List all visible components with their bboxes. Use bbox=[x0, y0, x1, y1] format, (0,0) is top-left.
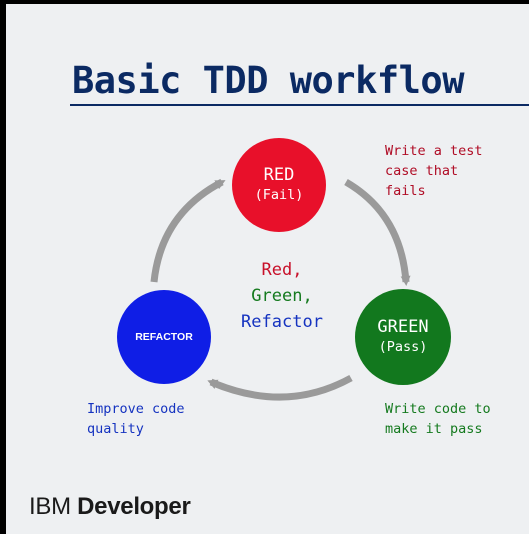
slide-title: Basic TDD workflow bbox=[72, 59, 464, 102]
refactor-node-label: REFACTOR bbox=[135, 330, 193, 343]
cycle-arrows bbox=[150, 178, 411, 401]
red-step-note: Write a test case that fails bbox=[385, 143, 483, 199]
red-node: RED (Fail) bbox=[232, 138, 326, 232]
green-node: GREEN (Pass) bbox=[355, 289, 451, 385]
red-node-sublabel: (Fail) bbox=[254, 186, 304, 203]
ibm-developer-logo: IBM Developer bbox=[29, 493, 191, 521]
refactor-step-note: Improve code quality bbox=[87, 401, 185, 437]
brand-developer: Developer bbox=[77, 493, 191, 520]
arrow-refactor-to-red bbox=[150, 178, 226, 283]
green-node-sublabel: (Pass) bbox=[378, 338, 428, 355]
cycle-center-label: Red, Green, Refactor bbox=[230, 257, 334, 335]
center-red: Red, bbox=[261, 260, 303, 280]
title-underline bbox=[70, 104, 529, 106]
green-step-note: Write code to make it pass bbox=[385, 401, 491, 437]
center-green: Green, bbox=[251, 286, 313, 306]
brand-ibm: IBM bbox=[29, 493, 78, 520]
arrow-red-to-green bbox=[344, 178, 411, 286]
refactor-node: REFACTOR bbox=[117, 290, 211, 384]
center-refactor: Refactor bbox=[241, 312, 323, 332]
green-node-label: GREEN bbox=[377, 317, 429, 338]
arrow-green-to-refactor bbox=[207, 374, 353, 401]
red-node-label: RED bbox=[263, 165, 295, 186]
slide: Basic TDD workflow RED (Fail) GREEN (Pas… bbox=[6, 4, 529, 534]
